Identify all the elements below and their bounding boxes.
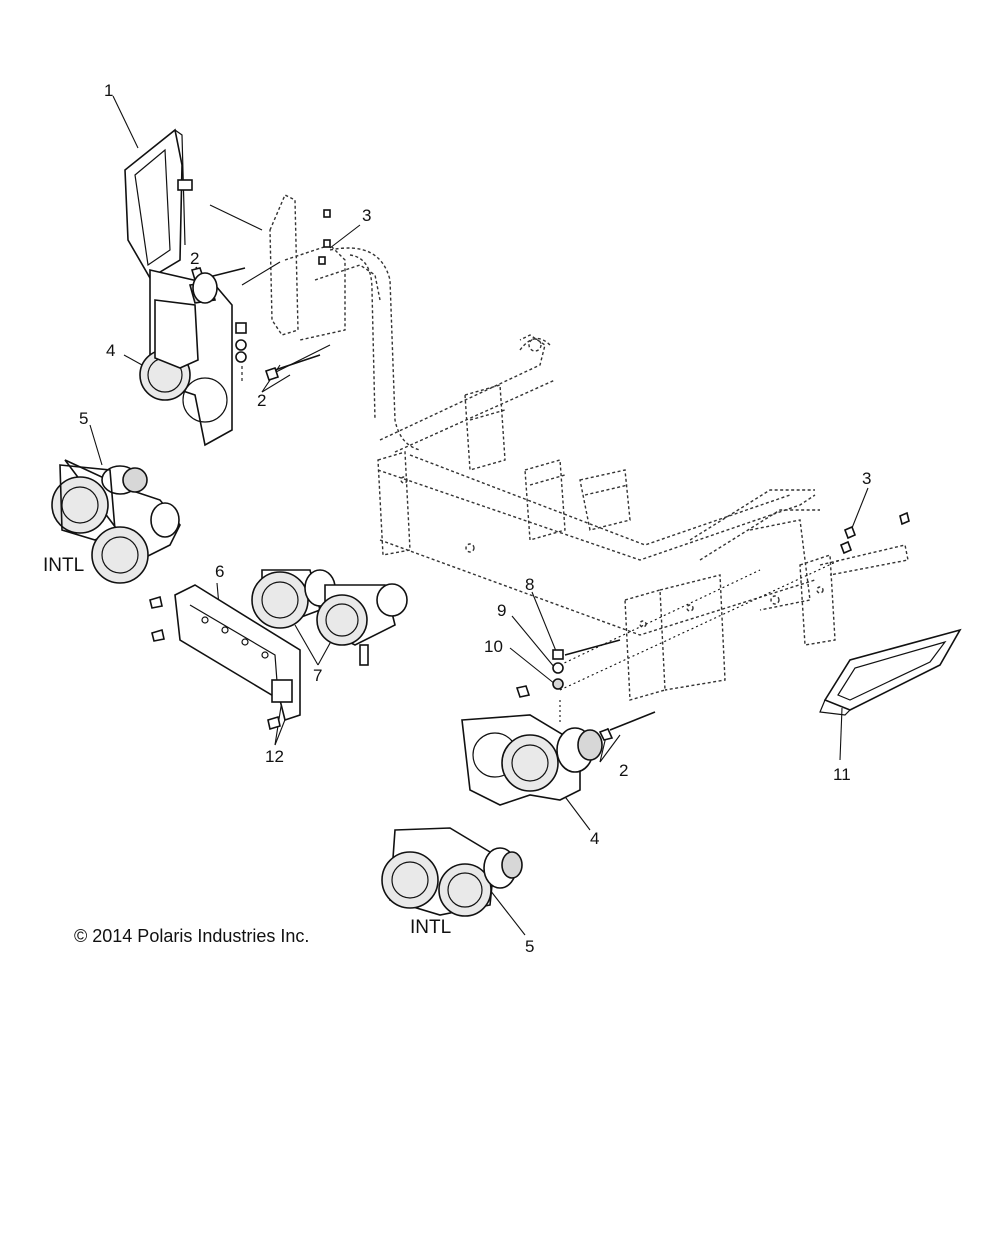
callout-1: 1	[104, 81, 114, 100]
headlight-assembly-intl-left	[51, 459, 181, 584]
callout-5: 5	[525, 937, 535, 956]
vehicle-frame	[269, 194, 909, 701]
callout-10: 10	[484, 637, 503, 656]
callout-9: 9	[497, 601, 507, 620]
callout-4: 4	[590, 829, 600, 848]
callout-3: 3	[862, 469, 872, 488]
callout-8: 8	[525, 575, 535, 594]
callout-2: 2	[257, 391, 267, 410]
intl-label-bottom: INTL	[410, 917, 452, 938]
headlight-assembly-lower	[461, 714, 603, 806]
callout-2: 2	[619, 761, 629, 780]
headlight-assembly-intl-bottom	[381, 827, 523, 917]
leader-lines	[89, 95, 869, 936]
copyright-notice: © 2014 Polaris Industries Inc.	[74, 926, 310, 946]
right-headlight-cover	[819, 628, 962, 716]
headlight-bracket	[174, 584, 301, 722]
left-headlight-cover	[124, 128, 193, 280]
callout-12: 12	[265, 747, 284, 766]
intl-label-left: INTL	[43, 555, 85, 576]
fog-light-assemblies	[251, 569, 408, 666]
callout-11: 11	[833, 765, 851, 784]
fasteners	[149, 209, 910, 741]
callout-4: 4	[106, 341, 116, 360]
callout-2: 2	[190, 249, 200, 268]
callout-6: 6	[215, 562, 225, 581]
headlight-assembly-upper	[139, 268, 233, 447]
callout-5: 5	[79, 409, 89, 428]
callout-3: 3	[362, 206, 372, 225]
callout-7: 7	[313, 666, 323, 685]
